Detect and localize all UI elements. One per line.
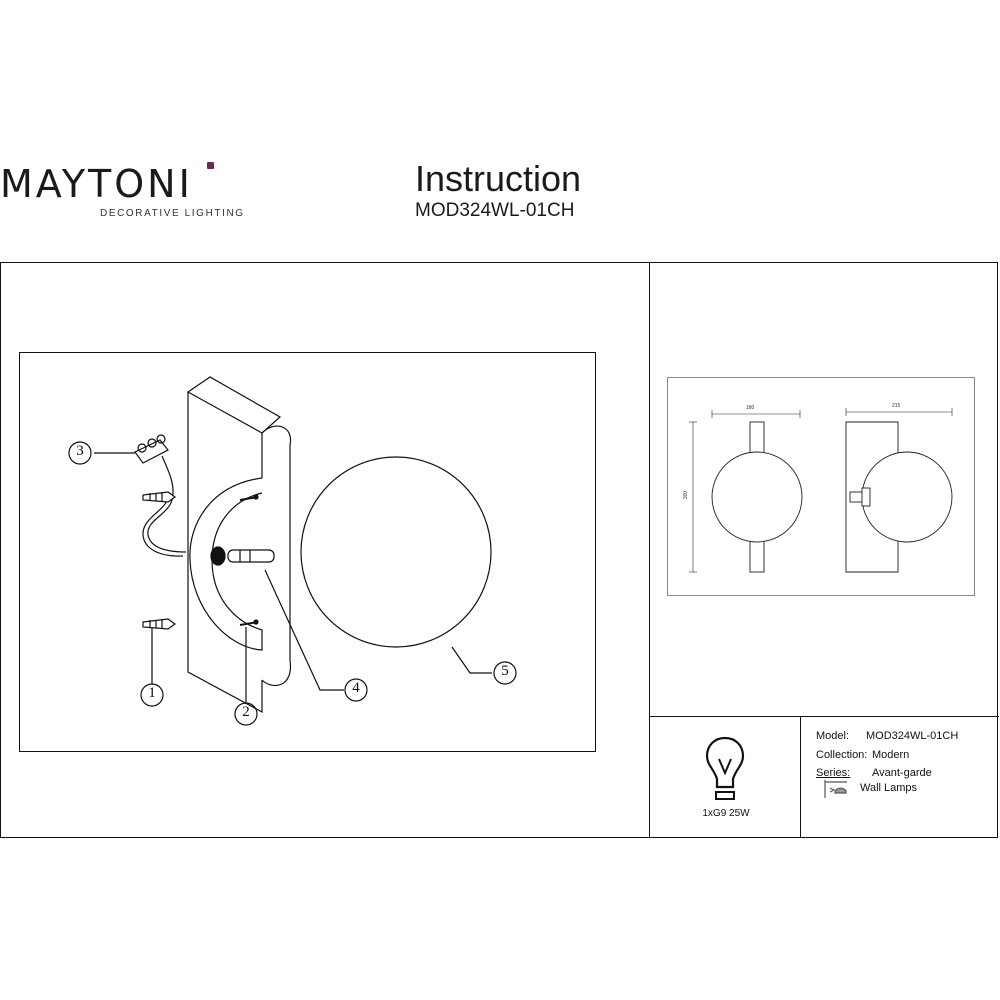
dim-front-width: 180: [746, 405, 755, 411]
page-model-code: MOD324WL-01CH: [415, 200, 575, 221]
dim-height: 300: [683, 490, 690, 500]
spec-collection-label: Collection:: [816, 749, 868, 761]
callout-4: 4: [352, 680, 360, 696]
frame-divider-horizontal: [649, 716, 999, 717]
brand-name: MAYTONI: [0, 162, 193, 206]
bulb-spec: 1xG9 25W: [702, 808, 750, 819]
wall-lamp-icon: [824, 780, 847, 798]
spec-divider-vertical: [800, 716, 801, 838]
spec-series-value: Avant-garde: [872, 767, 932, 779]
spec-type-value: Wall Lamps: [860, 782, 918, 794]
spec-model-value: MOD324WL-01CH: [866, 730, 959, 742]
page-title: Instruction: [415, 158, 582, 199]
brand-accent-dot: [207, 162, 214, 169]
dimensions-panel: [667, 377, 975, 596]
spec-model-label: Model:: [816, 730, 850, 742]
spec-collection-value: Modern: [872, 749, 910, 761]
callout-5: 5: [501, 663, 509, 679]
brand-logo: MAYTONI DECORATIVE LIGHTING: [0, 160, 243, 219]
spec-series-label: Series:: [816, 767, 851, 779]
callout-3: 3: [76, 443, 84, 459]
assembly-panel: [19, 352, 596, 752]
frame-divider-vertical: [649, 262, 650, 838]
callout-2: 2: [242, 704, 250, 720]
light-bulb-icon: [705, 736, 745, 800]
callout-1: 1: [148, 685, 156, 701]
brand-tagline: DECORATIVE LIGHTING: [100, 208, 245, 219]
dim-side-width: 215: [892, 403, 901, 409]
instruction-frame: [0, 262, 998, 838]
